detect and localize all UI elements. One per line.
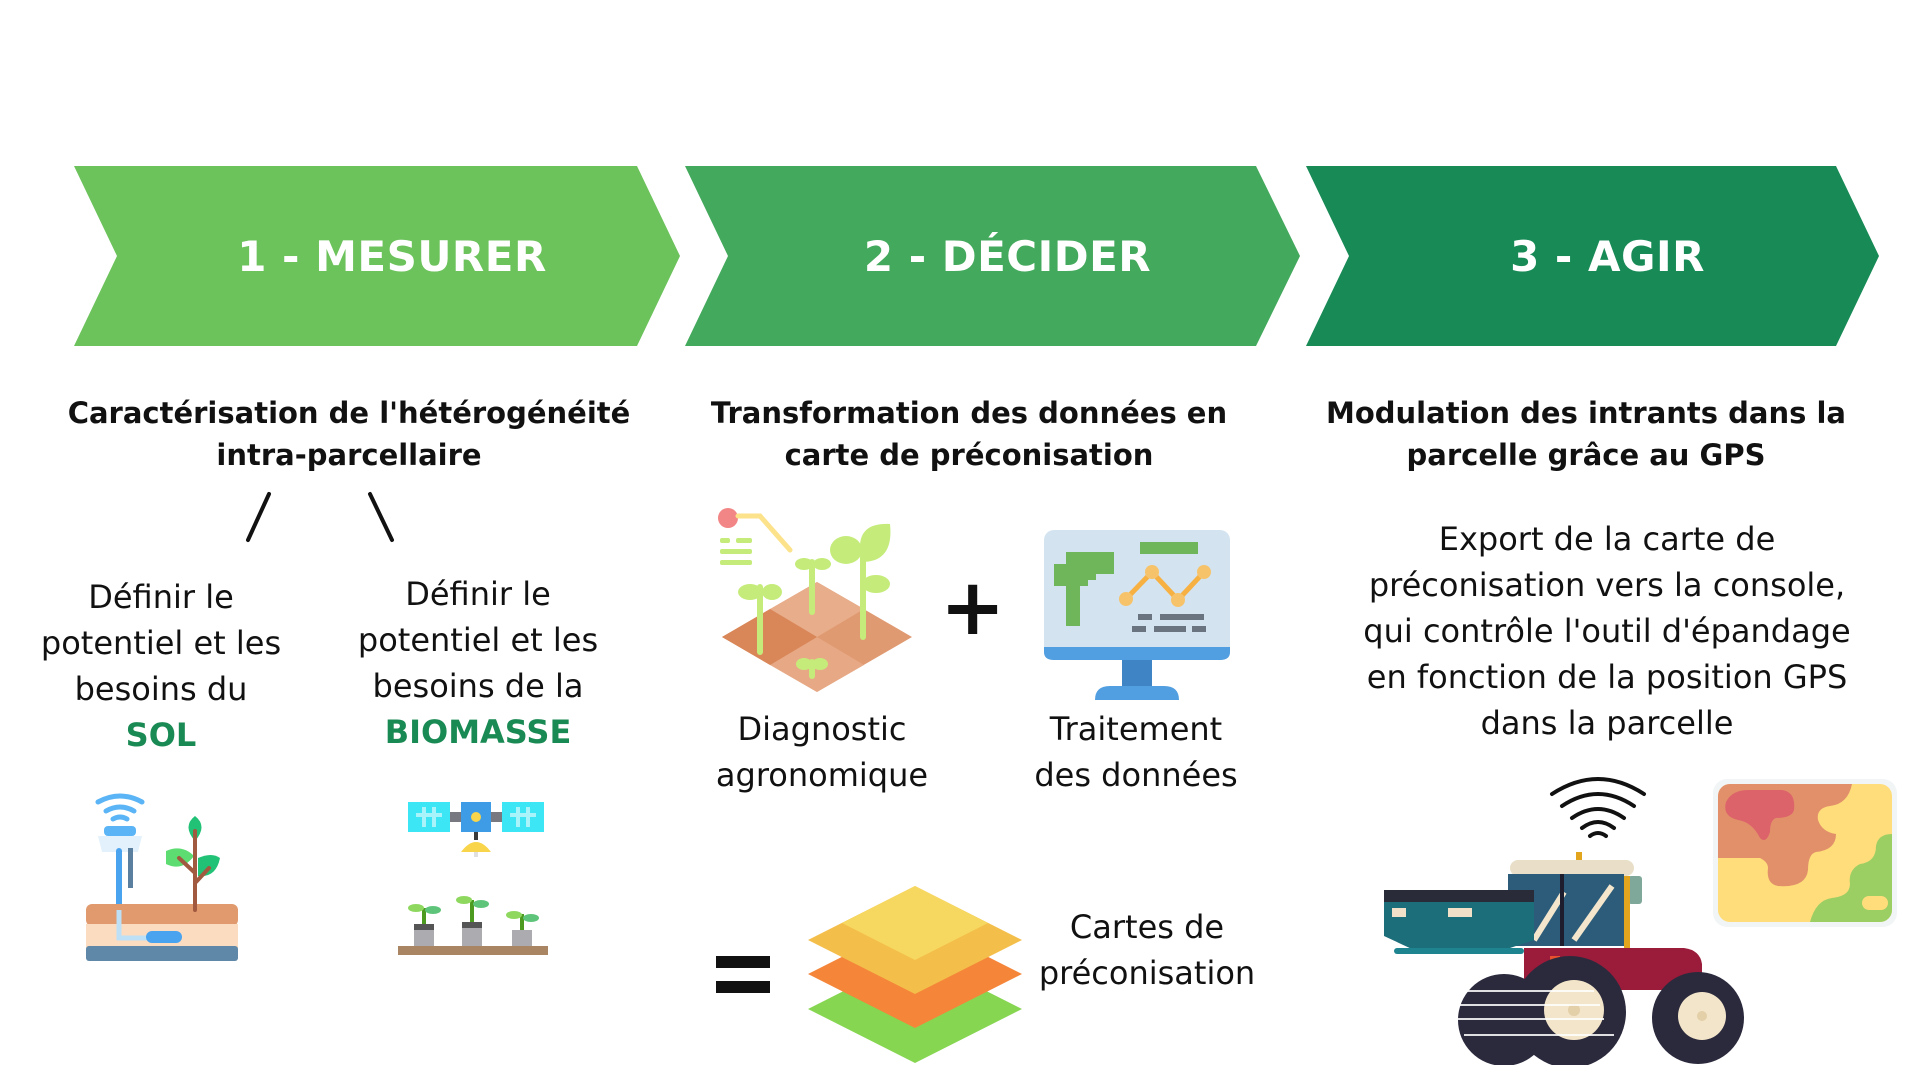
data-monitor-icon <box>1044 530 1230 700</box>
branch-lines-icon <box>246 492 394 542</box>
biomass-branch-text: Définir le potentiel et les besoins de l… <box>328 571 628 755</box>
step-3-heading: Modulation des intrants dans la parcelle… <box>1326 396 1846 472</box>
map-layers-icon <box>808 886 1022 1063</box>
chevron-shape <box>1306 166 1879 346</box>
diagnostic-label: Diagnostic agronomique <box>715 710 929 794</box>
tractor-spreader-icon <box>1384 852 1744 1065</box>
chevron-shape <box>74 166 680 346</box>
step-2-heading: Transformation des données en carte de p… <box>710 396 1228 472</box>
soil-sensor-icon <box>86 793 238 961</box>
soil-branch-text: Définir le potentiel et les besoins du S… <box>11 574 311 758</box>
satellite-crops-icon <box>398 802 548 955</box>
prescription-map-icon <box>1713 779 1897 927</box>
equals-bar-top <box>716 956 770 968</box>
step-1-heading: Caractérisation de l'hétérogénéité intra… <box>67 396 631 472</box>
field-diagnostic-icon <box>718 508 912 692</box>
step-3-description: Export de la carte de préconisation vers… <box>1363 520 1851 742</box>
step-2-chevron: 2 - DÉCIDER <box>685 166 1300 346</box>
soil-emphasis: SOL <box>125 716 197 754</box>
step-1-title: 1 - MESURER <box>237 231 547 281</box>
prescription-maps-label: Cartes de préconisation <box>1038 908 1256 992</box>
step-3-title: 3 - AGIR <box>1510 231 1705 281</box>
biomass-emphasis: BIOMASSE <box>384 713 572 751</box>
step-1-chevron: 1 - MESURER <box>74 166 680 346</box>
wifi-signal-icon <box>1550 777 1646 838</box>
equals-bar-bottom <box>716 981 770 993</box>
plus-symbol: + <box>940 563 1006 653</box>
step-2-title: 2 - DÉCIDER <box>863 231 1152 281</box>
step-3-chevron: 3 - AGIR <box>1306 166 1879 346</box>
data-processing-label: Traitement des données <box>1034 710 1238 794</box>
chevron-shape <box>685 166 1300 346</box>
equals-symbol <box>716 956 770 996</box>
